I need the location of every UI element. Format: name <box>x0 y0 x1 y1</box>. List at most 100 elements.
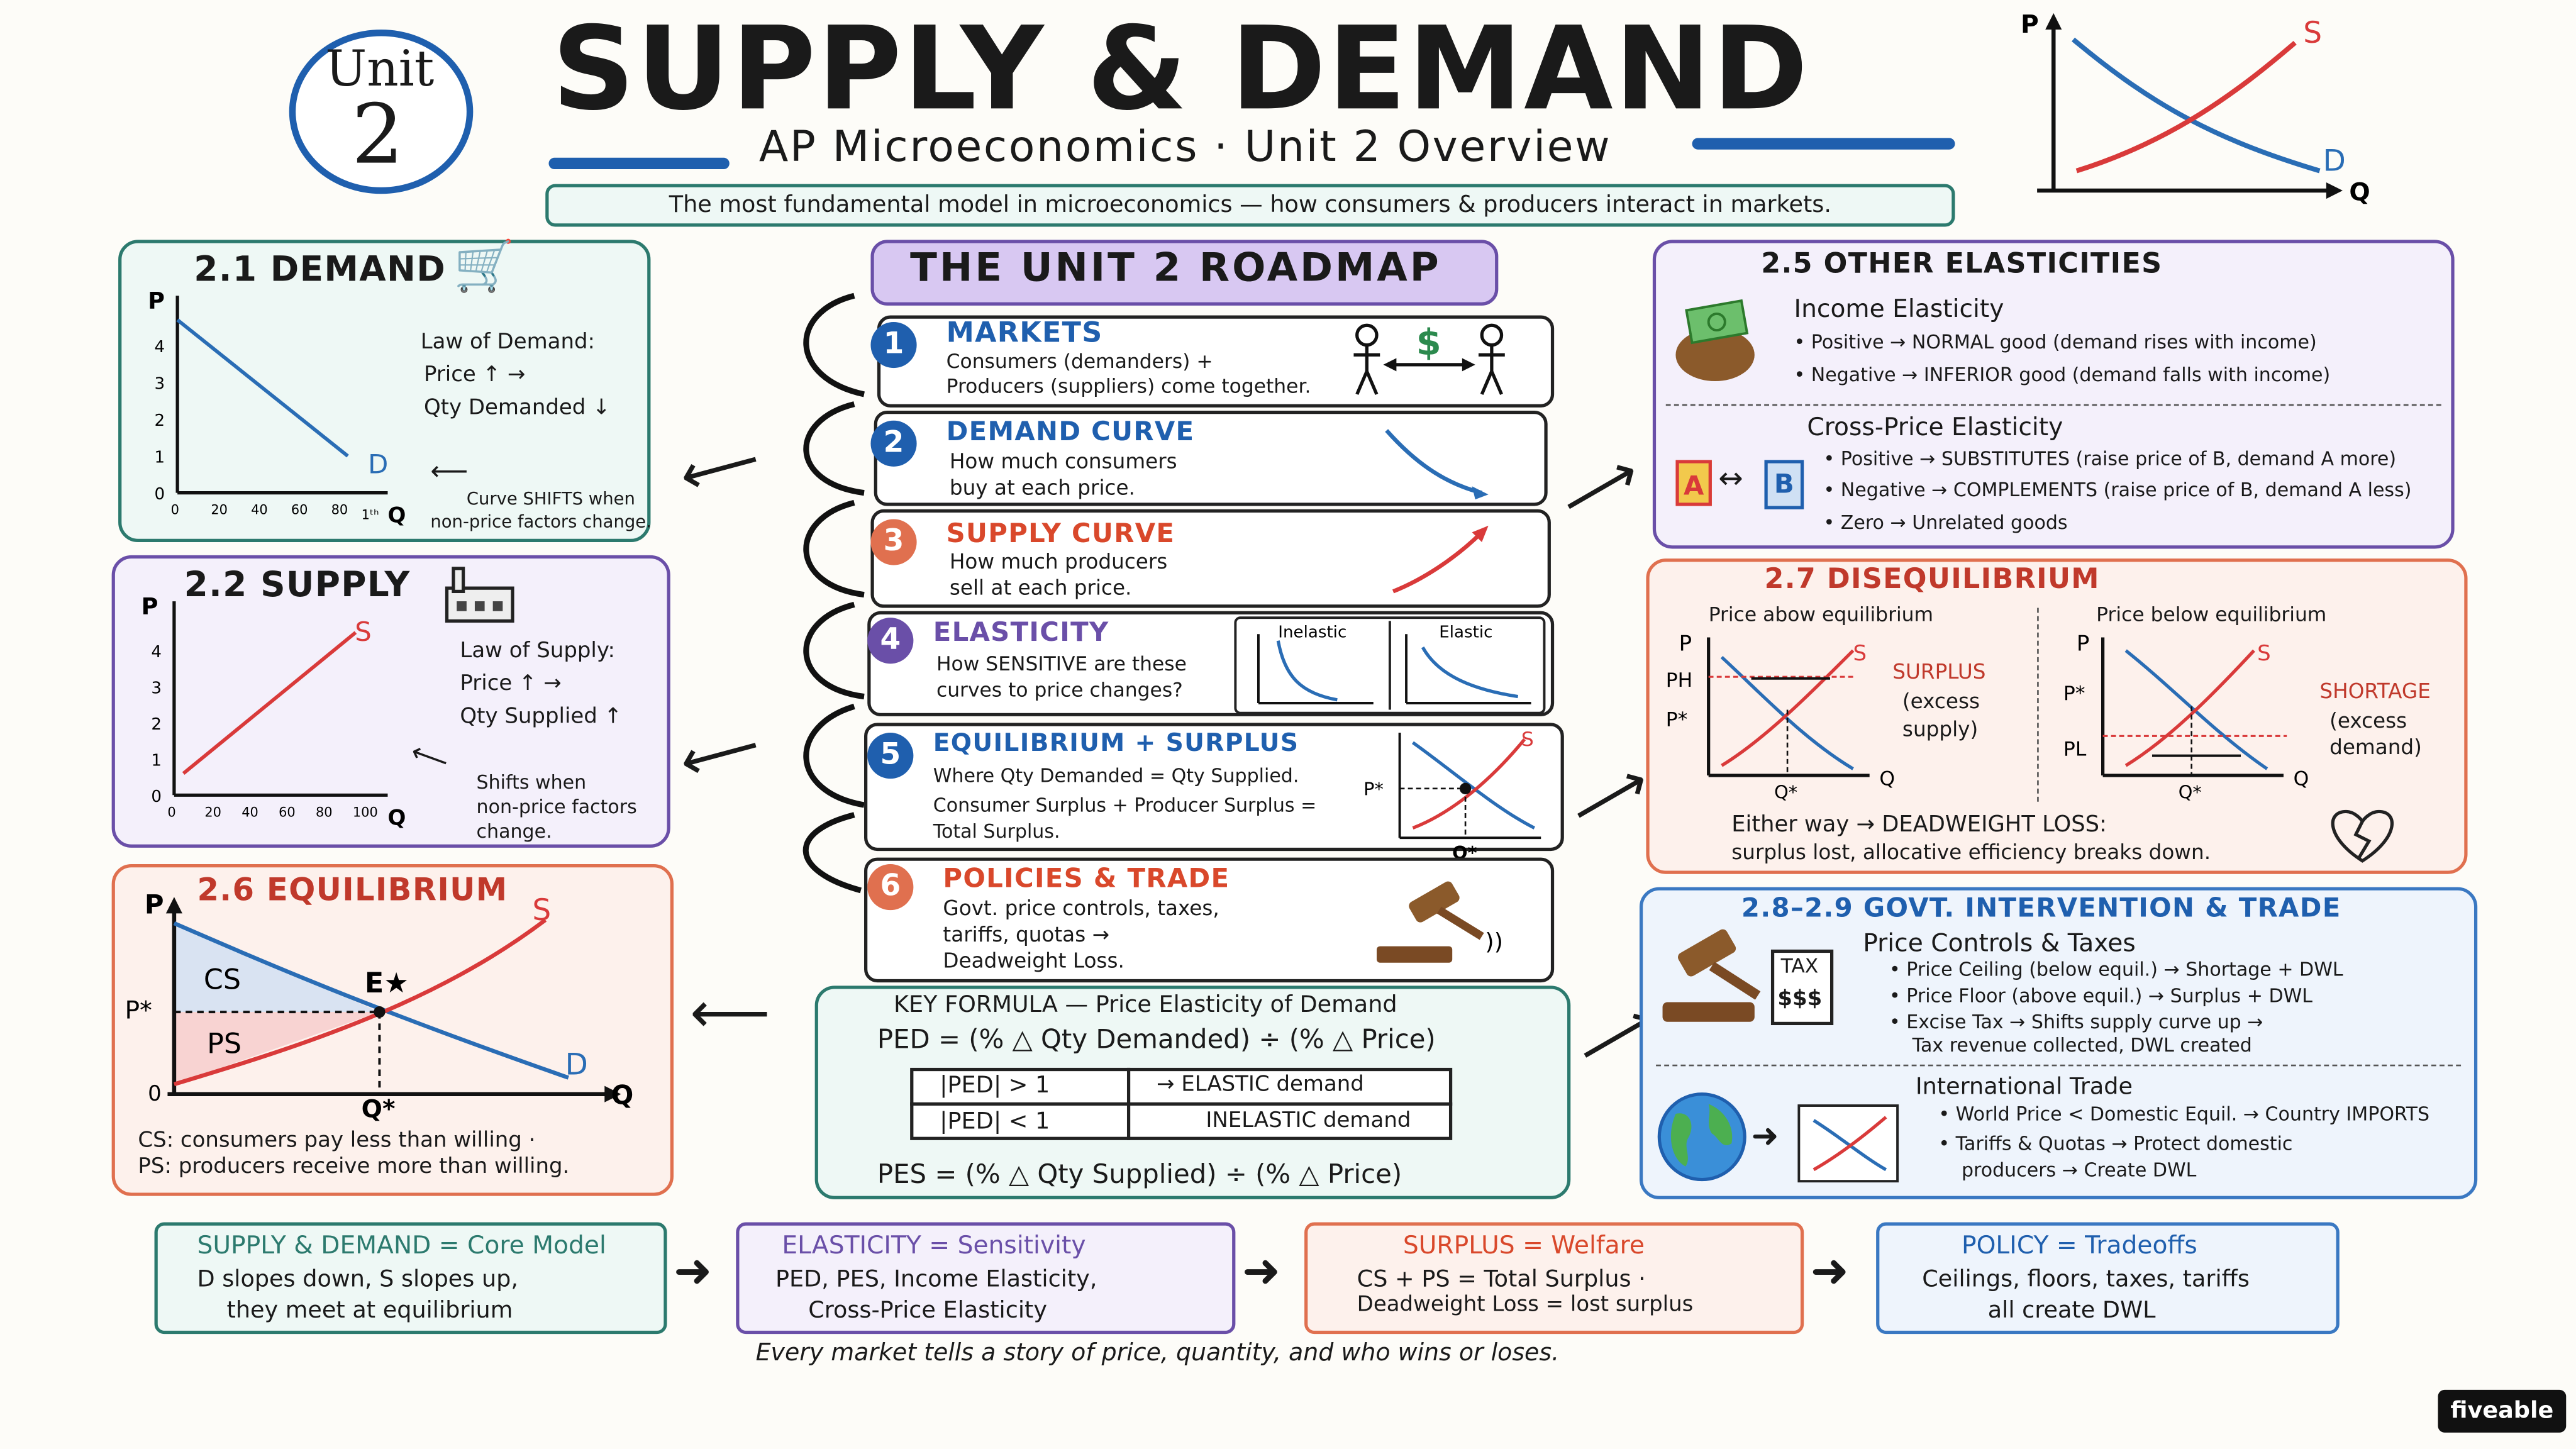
summary4-line1: Ceilings, floors, taxes, tariffs <box>1922 1267 2250 1293</box>
step6-line2: tariffs, quotas → <box>943 921 1109 947</box>
formula-table-col <box>1126 1067 1130 1140</box>
supply-x-tick: 0 <box>167 804 175 819</box>
step6-title: POLICIES & TRADE <box>943 862 1230 894</box>
step3-line1: How much producers <box>949 548 1168 574</box>
step5-line2: Consumer Surplus + Producer Surplus = <box>933 793 1317 817</box>
eq-d: D <box>565 1047 588 1082</box>
trade-line3: producers → Create DWL <box>1961 1158 2197 1182</box>
tax-sign-text: TAX <box>1780 954 1819 978</box>
svg-text:)): )) <box>1485 928 1503 955</box>
pc-line1: • Price Ceiling (below equil.) → Shortag… <box>1889 957 2343 981</box>
income-title: Income Elasticity <box>1794 294 2004 324</box>
supply-law-line2: Qty Supplied ↑ <box>460 704 623 730</box>
roadmap-step-supply-curve <box>870 509 1551 608</box>
step1-number: 1 <box>870 321 917 369</box>
summary3-line1: CS + PS = Total Surplus · <box>1357 1267 1646 1293</box>
summary-arrow-3: ➜ <box>1810 1243 1849 1298</box>
unit-badge <box>289 30 474 194</box>
formula-row1-right: → ELASTIC demand <box>1156 1072 1364 1097</box>
demand-law-title: Law of Demand: <box>420 330 596 355</box>
summary2-line2: Cross-Price Elasticity <box>808 1297 1047 1324</box>
formula-row1-left: |PED| > 1 <box>940 1072 1050 1099</box>
eq-origin: 0 <box>148 1081 162 1106</box>
summary3-title: SURPLUS = Welfare <box>1402 1230 1645 1260</box>
globe-arrow: ➜ <box>1751 1115 1779 1155</box>
trade-line2: • Tariffs & Quotas → Protect domestic <box>1938 1131 2293 1155</box>
summary-core-model <box>154 1222 667 1335</box>
equilibrium-title: 2.6 EQUILIBRIUM <box>197 872 508 909</box>
demand-x-tick: 20 <box>211 502 228 518</box>
trade-title: International Trade <box>1915 1074 2133 1101</box>
arrow-to-supply: ⟵ <box>672 712 767 796</box>
equilibrium-mini-chart: P* Q* S <box>1363 728 1541 863</box>
mini-d: D <box>2323 144 2346 179</box>
supply-x-tick: 100 <box>353 804 378 819</box>
formula-pes: PES = (% △ Qty Supplied) ÷ (% △ Price) <box>877 1158 1402 1190</box>
supply-x-tick: 80 <box>316 804 333 819</box>
equilibrium-chart: P Q 0 CS PS E★ P* Q* S D <box>125 889 634 1123</box>
surplus-qstar: Q* <box>1774 782 1797 803</box>
broken-heart-icon <box>2331 809 2394 863</box>
eq-note1: CS: consumers pay less than willing · <box>138 1128 536 1153</box>
supply-y-tick: 1 <box>151 751 162 770</box>
eq-q-star: Q* <box>362 1095 396 1123</box>
supply-panel <box>111 555 670 848</box>
tax-sign-icon <box>1770 949 1834 1026</box>
step3-title: SUPPLY CURVE <box>946 517 1175 549</box>
pc-line3: • Excise Tax → Shifts supply curve up → <box>1889 1010 2263 1034</box>
swap-arrow: ↔ <box>1718 462 1743 496</box>
formula-ped: PED = (% △ Qty Demanded) ÷ (% △ Price) <box>877 1023 1436 1055</box>
step6-line3: Deadweight Loss. <box>943 948 1124 973</box>
step1-line1: Consumers (demanders) + <box>946 350 1213 373</box>
income-negative: • Negative → INFERIOR good (demand falls… <box>1794 363 2331 386</box>
shortage-q: Q <box>2294 768 2309 791</box>
arrow-to-equilibrium: ⟵ <box>690 980 770 1046</box>
eq-axis-q: Q <box>611 1079 634 1110</box>
cross-positive: • Positive → SUBSTITUTES (raise price of… <box>1823 447 2397 470</box>
page-subtitle: AP Microeconomics · Unit 2 Overview <box>758 123 1612 173</box>
eq-axis-p: P <box>145 889 164 919</box>
supply-x-tick: 40 <box>242 804 258 819</box>
summary2-line1: PED, PES, Income Elasticity, <box>775 1267 1097 1293</box>
summary4-line2: all create DWL <box>1987 1297 2156 1324</box>
subtitle-underline-left <box>548 157 730 170</box>
demand-title: 2.1 DEMAND <box>194 250 447 289</box>
diseq-dwl2: surplus lost, allocative efficiency brea… <box>1731 839 2211 865</box>
elastic-label: Elastic <box>1439 623 1492 642</box>
supply-axis-q: Q <box>387 805 406 830</box>
demand-x-tick: 0 <box>171 502 179 518</box>
elasticities-divider <box>1665 404 2441 406</box>
pc-title: Price Controls & Taxes <box>1863 928 2136 958</box>
step3-number: 3 <box>870 519 917 565</box>
mini-p: P <box>2021 11 2039 39</box>
step5-number: 5 <box>867 733 914 779</box>
footer-tagline: Every market tells a story of price, qua… <box>755 1340 1560 1367</box>
govt-divider <box>1656 1064 2462 1067</box>
factory-icon <box>445 567 514 623</box>
summary-arrow-2: ➜ <box>1241 1243 1281 1298</box>
header-mini-chart: P Q S D <box>2021 11 2370 206</box>
summary-arrow-1: ➜ <box>674 1243 713 1298</box>
demand-curve-icon <box>1385 429 1489 500</box>
demand-y-tick: 2 <box>155 411 165 430</box>
elasticities-title: 2.5 OTHER ELASTICITIES <box>1761 248 2163 281</box>
formula-row2-right: INELASTIC demand <box>1206 1109 1411 1134</box>
step6-line1: Govt. price controls, taxes, <box>943 895 1219 920</box>
demand-axis-q: Q <box>387 503 406 528</box>
shortage-pl: PL <box>2063 738 2087 761</box>
cross-zero: • Zero → Unrelated goods <box>1823 511 2068 534</box>
demand-note1: Curve SHIFTS when <box>466 489 635 509</box>
supply-note1: Shifts when <box>476 770 587 794</box>
surplus-label3: supply) <box>1902 716 1979 741</box>
supply-y-tick: 2 <box>151 715 162 734</box>
mini-s: S <box>2303 16 2322 50</box>
cross-title: Cross-Price Elasticity <box>1807 412 2063 442</box>
step2-line2: buy at each price. <box>949 474 1135 500</box>
diseq-dwl1: Either way → DEADWEIGHT LOSS: <box>1731 811 2107 838</box>
globe-icon <box>1657 1092 1746 1182</box>
surplus-ph: PH <box>1666 669 1692 692</box>
roadmap-step-equilibrium <box>864 723 1564 852</box>
subtitle-underline-right <box>1692 138 1955 150</box>
summary3-line2: Deadweight Loss = lost surplus <box>1357 1292 1694 1318</box>
